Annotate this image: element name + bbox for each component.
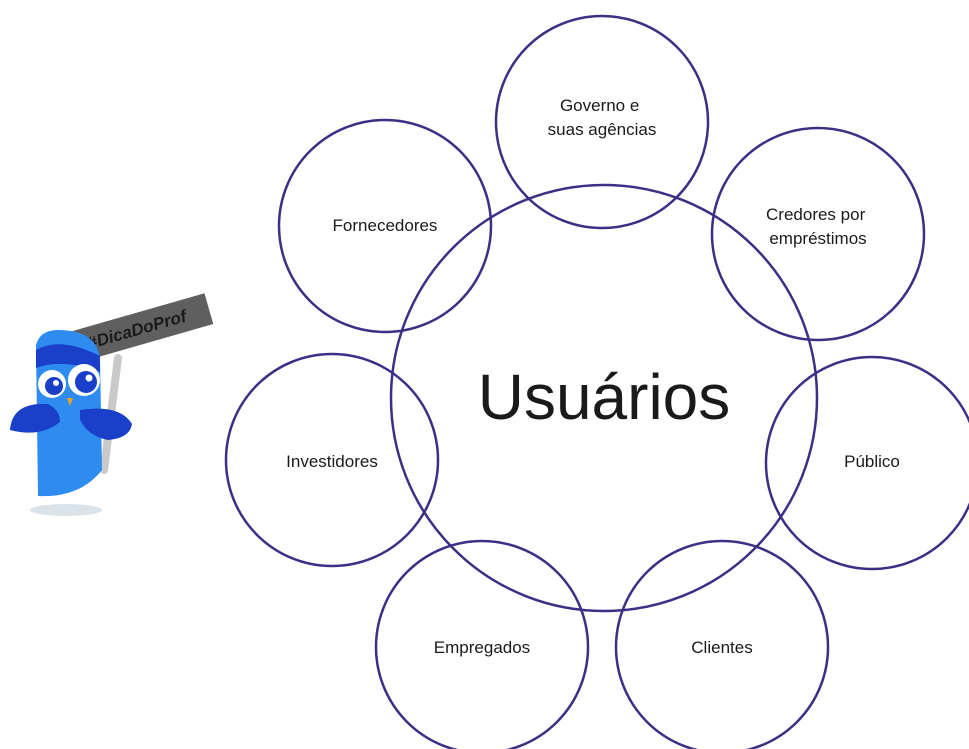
- satellite-circle-clientes: [614, 539, 830, 749]
- satellite-circle-fornecedores: [277, 118, 493, 334]
- center-label: Usuários: [478, 361, 731, 433]
- satellite-circle-publico: [764, 355, 969, 571]
- satellite-circle-investidores: [224, 352, 440, 568]
- satellite-label-fornecedores: Fornecedores: [333, 216, 438, 235]
- mascot-owl-icon: #DicaDoProf: [10, 293, 214, 516]
- satellite-circle-empregados: [374, 539, 590, 749]
- center-circle: [389, 183, 819, 613]
- satellite-circle-credores: [710, 126, 926, 342]
- satellite-label-governo: Governo e suas agências: [548, 96, 657, 139]
- satellite-label-publico: Público: [844, 452, 900, 471]
- satellite-label-investidores: Investidores: [286, 452, 378, 471]
- satellite-label-empregados: Empregados: [434, 638, 530, 657]
- diagram-circles: [224, 14, 969, 749]
- satellite-label-clientes: Clientes: [691, 638, 752, 657]
- satellite-circle-governo: [494, 14, 710, 230]
- satellite-label-credores: Credores por empréstimos: [766, 205, 870, 248]
